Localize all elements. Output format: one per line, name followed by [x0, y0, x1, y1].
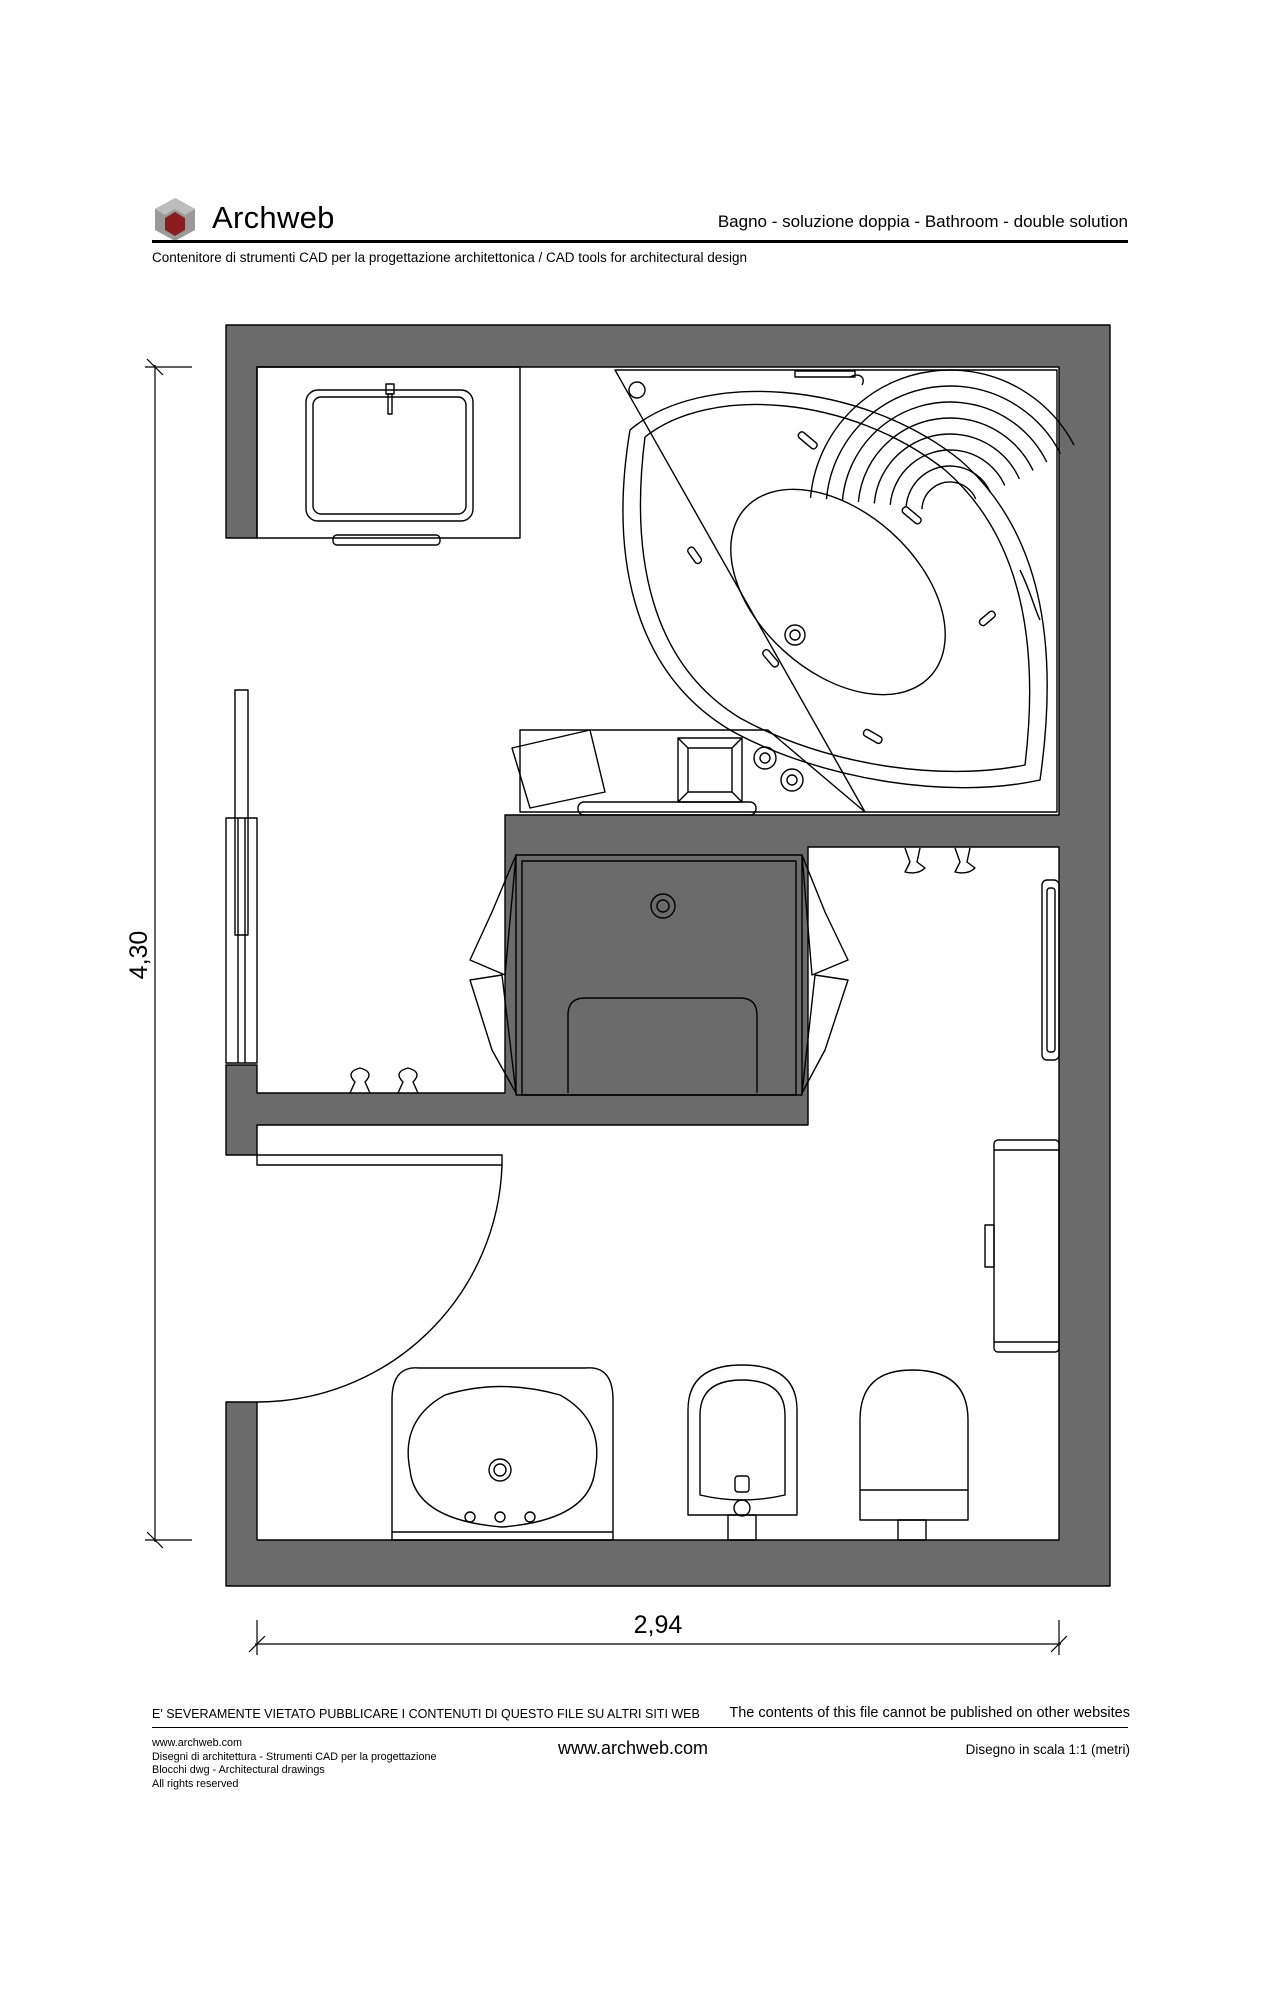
bathtub-ledge [511, 729, 866, 816]
towel-hooks [349, 1067, 419, 1094]
drawing-scale: Disegno in scala 1:1 (metri) [965, 1742, 1130, 1757]
height-dimension-label: 4,30 [125, 931, 153, 980]
drawing-title: Bagno - soluzione doppia - Bathroom - do… [717, 212, 1128, 231]
sliding-door-panels [225, 689, 258, 1064]
bidet [687, 1364, 798, 1541]
copyright-warning-en: The contents of this file cannot be publ… [729, 1705, 1130, 1721]
washbasin-cabinet [256, 366, 521, 546]
headrest-rings [809, 369, 1091, 651]
swing-door [256, 1154, 503, 1403]
footer-website-link[interactable]: www.archweb.com [558, 1738, 709, 1758]
whirlpool-jets [687, 431, 996, 745]
width-dimension-label: 2,94 [634, 1611, 683, 1639]
footer-credits: www.archweb.com Disegni di architettura … [152, 1737, 436, 1791]
header-rule [152, 240, 1128, 243]
wall-cabinet [984, 1139, 1060, 1353]
header-subtitle: Contenitore di strumenti CAD per la prog… [152, 250, 748, 265]
footer-rule [152, 1727, 1128, 1728]
footer-line: Disegni di architettura - Strumenti CAD … [152, 1750, 437, 1763]
towel-radiator [1041, 879, 1060, 1061]
corner-bathtub [614, 369, 1091, 813]
width-dimension [248, 1620, 1068, 1655]
copyright-warning-it: E' SEVERAMENTE VIETATO PUBBLICARE I CONT… [152, 1707, 700, 1721]
shower-area [469, 847, 976, 1096]
footer-line: All rights reserved [152, 1777, 239, 1790]
footer-line: Blocchi dwg - Architectural drawings [152, 1764, 325, 1776]
washbasin-bottom [391, 1367, 614, 1541]
bathroom-floor-plan: 4,30 2,94 [125, 324, 1111, 1655]
height-dimension [145, 358, 192, 1549]
archweb-logo-icon [155, 198, 195, 241]
footer-line: www.archweb.com [152, 1737, 243, 1749]
toilet [859, 1369, 969, 1541]
brand-name: Archweb [212, 200, 335, 235]
